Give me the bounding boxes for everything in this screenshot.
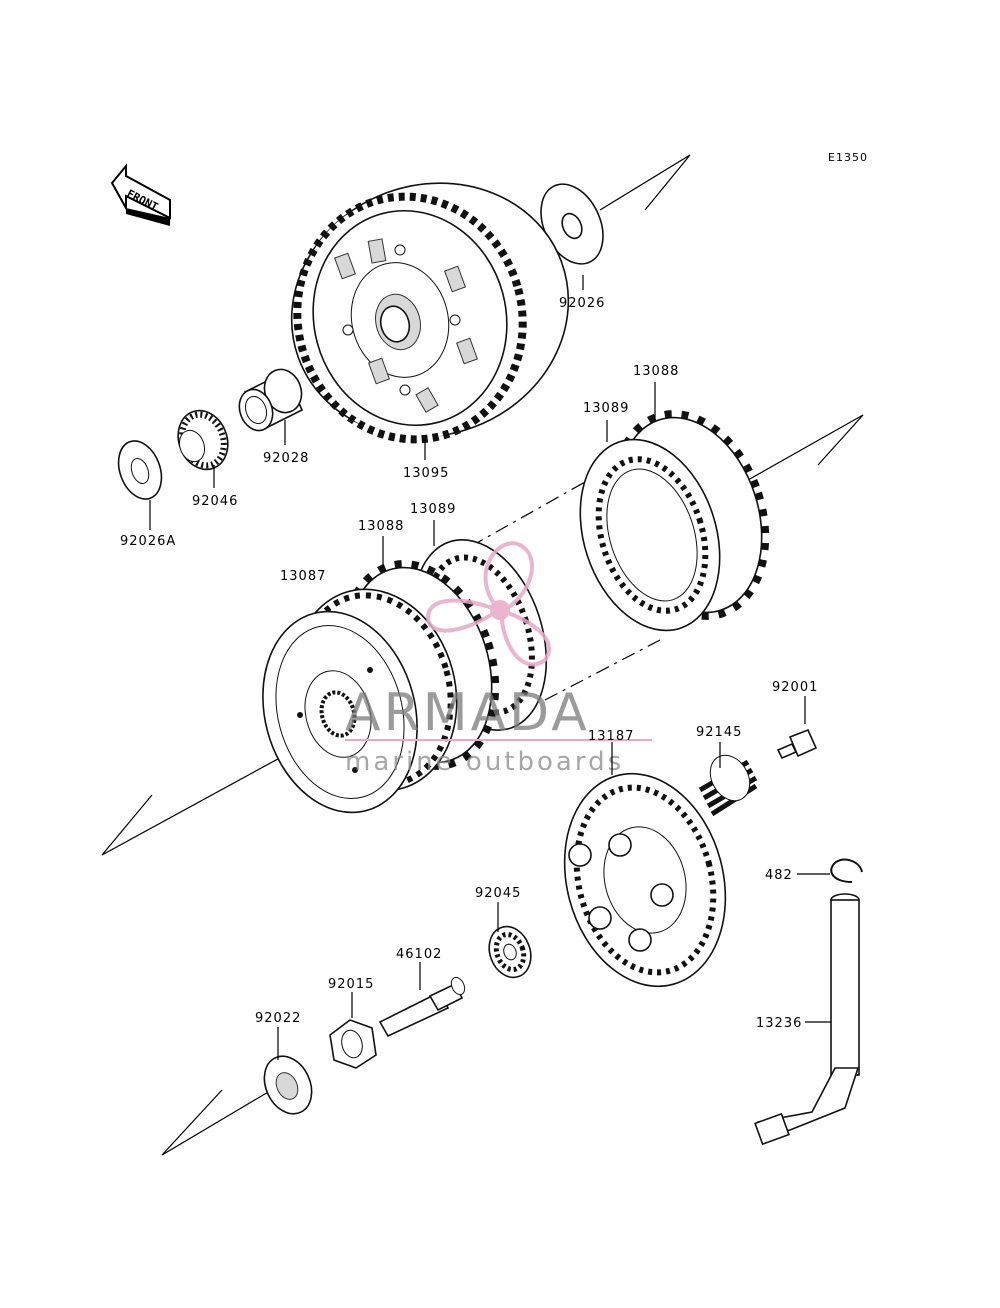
part-label-13088-upper: 13088 (633, 364, 679, 379)
part-label-92022: 92022 (255, 1011, 301, 1026)
thrust-washer-92026-icon (540, 183, 604, 265)
washer-92026A-icon (117, 440, 163, 500)
part-label-13089-upper: 13089 (583, 401, 629, 416)
ball-bearing-92045-icon (488, 925, 532, 979)
part-label-92145: 92145 (696, 725, 742, 740)
washer-92022-icon (263, 1055, 313, 1115)
part-label-92015: 92015 (328, 977, 374, 992)
lock-nut-92015-icon (329, 1019, 377, 1069)
part-label-92001: 92001 (772, 680, 818, 695)
diagram-code: E1350 (828, 151, 868, 164)
release-shaft-13236-icon (754, 893, 860, 1146)
part-label-13095: 13095 (403, 466, 449, 481)
circlip-482-icon (830, 858, 863, 883)
part-label-13236: 13236 (756, 1016, 802, 1031)
watermark-brand: ARMADA (345, 683, 590, 743)
steel-plate-13089-upper-icon (579, 438, 721, 632)
part-label-92046: 92046 (192, 494, 238, 509)
part-label-13088-lower: 13088 (358, 519, 404, 534)
sleeve-92028-icon (238, 368, 304, 432)
clutch-hub-13087-icon (262, 588, 458, 814)
leader-lines (149, 275, 831, 1060)
watermark-tagline: marine outboards (345, 747, 624, 777)
push-rod-46102-icon (378, 976, 466, 1038)
part-labels: 92026 13095 92028 92046 92026A 13088 130… (120, 296, 818, 1031)
pressure-plate-13187-icon (563, 772, 727, 988)
clutch-housing-13095-icon (290, 182, 570, 444)
spring-92145-icon (698, 754, 758, 817)
armada-watermark: ARMADA marine outboards (345, 541, 652, 777)
part-label-13187: 13187 (588, 729, 634, 744)
bolt-92001-icon (776, 728, 818, 760)
part-label-92028: 92028 (263, 451, 309, 466)
needle-bearing-92046-icon (177, 409, 229, 471)
part-label-46102: 46102 (396, 947, 442, 962)
part-label-92026: 92026 (559, 296, 605, 311)
part-label-13087: 13087 (280, 569, 326, 584)
part-label-92026A: 92026A (120, 534, 176, 549)
part-label-13089-lower: 13089 (410, 502, 456, 517)
front-arrow-icon: FRONT (110, 163, 171, 226)
propeller-logo-icon (425, 541, 551, 667)
part-label-92045: 92045 (475, 886, 521, 901)
part-label-482: 482 (765, 868, 793, 883)
